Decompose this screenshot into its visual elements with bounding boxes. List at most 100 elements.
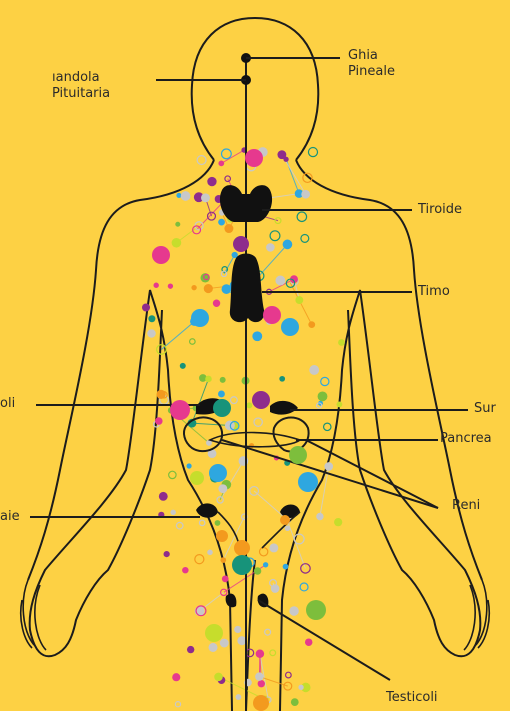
head-outline xyxy=(192,18,319,160)
hormone-node xyxy=(205,624,223,642)
hormone-node xyxy=(253,695,269,711)
label-kidneys: Reni xyxy=(452,498,480,514)
network-node xyxy=(321,377,329,385)
label-pineal: Ghia Pineale xyxy=(348,48,395,80)
hormone-node xyxy=(234,540,250,556)
network-node xyxy=(201,193,210,202)
network-node xyxy=(286,672,292,678)
network-node xyxy=(208,212,216,220)
hormone-node xyxy=(152,246,170,264)
network-node xyxy=(269,543,278,552)
label-pancreas: Pancrea xyxy=(440,431,492,447)
network-node xyxy=(209,643,218,652)
network-node xyxy=(316,513,323,520)
network-node xyxy=(180,363,186,369)
hormone-node xyxy=(298,472,318,492)
network-node xyxy=(275,275,285,285)
network-node xyxy=(218,391,225,398)
hormone-node xyxy=(263,306,281,324)
network-node xyxy=(265,629,271,635)
network-node xyxy=(176,193,181,198)
network-node xyxy=(181,191,191,201)
network-link xyxy=(161,321,194,349)
network-node xyxy=(305,638,312,645)
network-node xyxy=(197,156,206,165)
network-node xyxy=(164,551,170,557)
network-node xyxy=(142,304,150,312)
network-node xyxy=(289,606,299,616)
network-node xyxy=(308,148,317,157)
network-node xyxy=(255,672,263,680)
network-node xyxy=(266,243,275,252)
kidney-left-organ xyxy=(184,417,222,451)
hormone-node xyxy=(245,149,263,167)
testicle-left-organ xyxy=(226,594,237,608)
network-node xyxy=(279,376,285,382)
network-node xyxy=(300,583,308,591)
hormone-node xyxy=(191,309,209,327)
network-node xyxy=(259,548,267,556)
hormone-node xyxy=(289,446,307,464)
network-node xyxy=(218,160,224,166)
network-node xyxy=(187,646,194,653)
network-node xyxy=(246,649,254,657)
network-node xyxy=(222,149,232,159)
network-node xyxy=(283,240,293,250)
network-node xyxy=(220,557,226,563)
network-node xyxy=(308,321,315,328)
hormone-node xyxy=(213,399,231,417)
network-node xyxy=(283,157,288,162)
network-node xyxy=(220,377,226,383)
hormone-node xyxy=(306,600,326,620)
hormone-node xyxy=(233,236,249,252)
network-node xyxy=(204,284,213,293)
hormone-node xyxy=(190,471,204,485)
network-node xyxy=(318,391,328,401)
network-node xyxy=(218,484,227,493)
network-link xyxy=(221,150,244,163)
network-node xyxy=(234,626,241,633)
network-node xyxy=(252,331,262,341)
network-node xyxy=(338,339,345,346)
network-node xyxy=(222,576,229,583)
network-node xyxy=(324,462,333,471)
ovary-left-organ xyxy=(196,503,218,517)
network-node xyxy=(220,639,229,648)
network-node xyxy=(235,694,241,700)
network-node xyxy=(291,698,299,706)
network-node xyxy=(336,402,342,408)
network-node xyxy=(222,284,232,294)
label-thyroid: Tiroide xyxy=(418,202,462,218)
network-node xyxy=(186,463,191,468)
leader-kidney-right xyxy=(306,440,438,508)
hormone-node xyxy=(252,391,270,409)
network-node xyxy=(175,222,180,227)
network-node xyxy=(155,417,163,425)
hormone-node xyxy=(216,530,228,542)
leg-divider xyxy=(246,560,255,711)
hormone-node xyxy=(232,555,252,575)
network-node xyxy=(324,423,331,430)
network-node xyxy=(258,680,265,687)
network-node xyxy=(270,650,276,656)
network-node xyxy=(176,522,183,529)
network-node xyxy=(175,702,180,707)
network-node xyxy=(172,673,180,681)
hormone-node xyxy=(209,464,227,482)
network-node xyxy=(285,526,291,532)
network-node xyxy=(205,376,212,383)
network-node xyxy=(159,492,168,501)
network-node xyxy=(170,510,175,515)
network-node xyxy=(297,212,306,221)
label-thymus: Timo xyxy=(418,284,450,300)
label-pituitary: ıandola Pituitaria xyxy=(52,70,110,102)
label-adrenal-right: Sur xyxy=(474,401,496,417)
network-node xyxy=(148,315,155,322)
network-node xyxy=(283,564,289,570)
network-link xyxy=(254,491,287,520)
leader-kidney-left xyxy=(222,440,438,508)
network-node xyxy=(298,685,303,690)
network-node xyxy=(207,177,216,186)
network-node xyxy=(309,365,319,375)
network-node xyxy=(191,285,196,290)
